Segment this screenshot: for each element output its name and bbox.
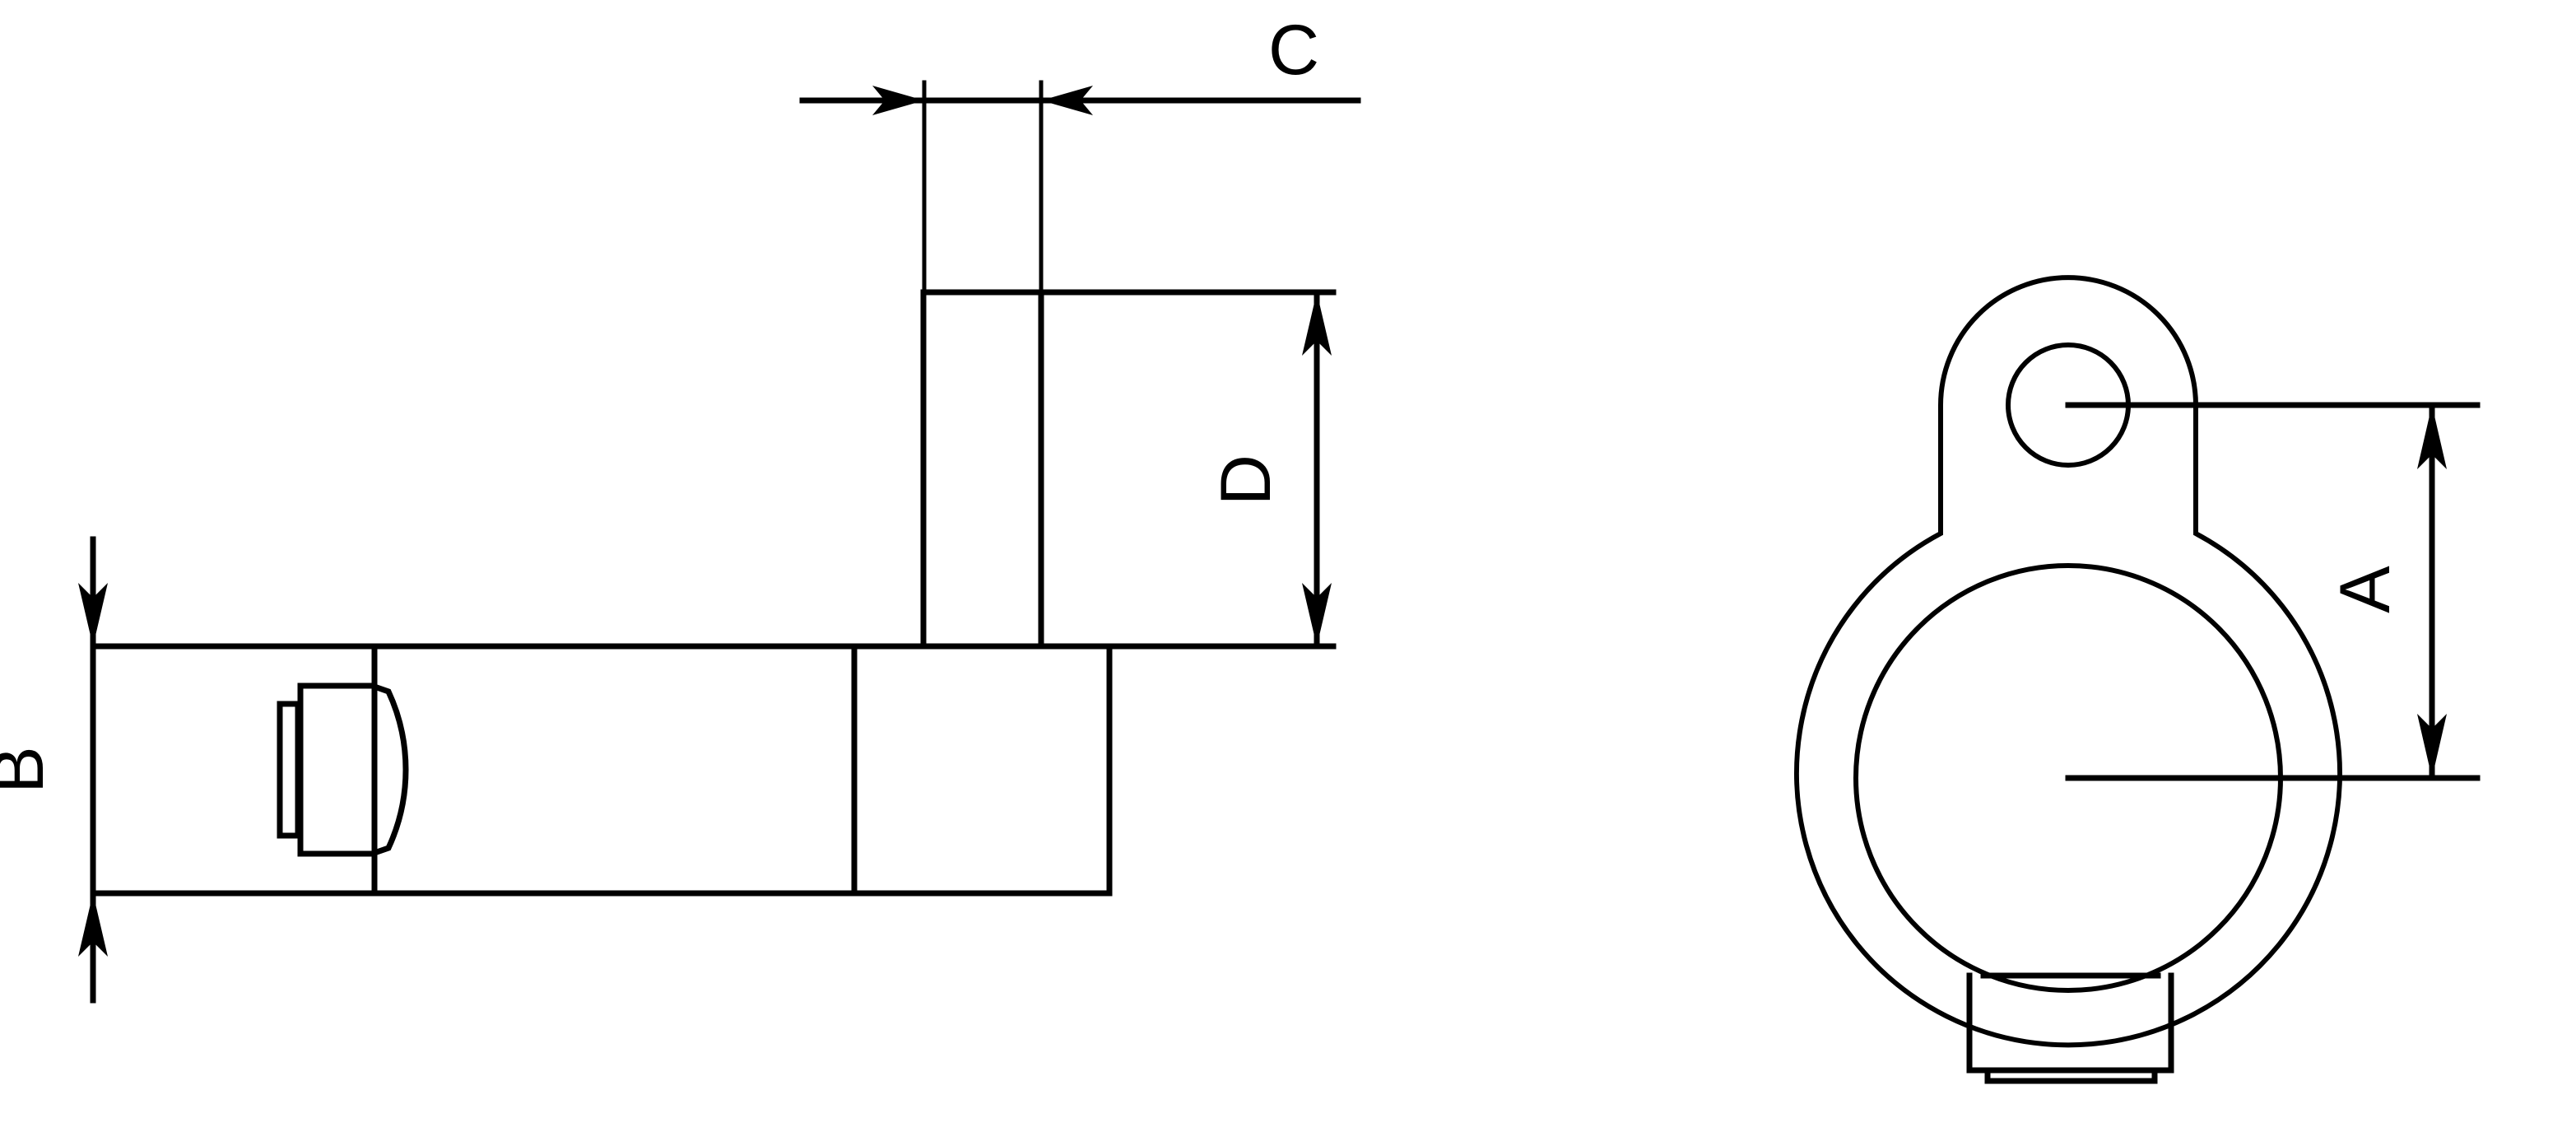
dimension-b-label: B (0, 746, 58, 793)
dimension-d (1038, 289, 1337, 650)
body-outline (90, 643, 1113, 897)
dimension-d-arrow-top (1302, 292, 1332, 356)
dimension-a-arrow-top (2417, 405, 2447, 469)
side-elevation-view (90, 289, 1113, 897)
dimension-c-label: C (1268, 11, 1319, 90)
dimension-d-label: D (1207, 454, 1286, 505)
dimension-b-arrow-bottom (78, 893, 108, 957)
dimension-a-arrow-bottom (2417, 714, 2447, 778)
dimension-c (799, 80, 1361, 292)
dimension-a-label: A (2326, 566, 2405, 613)
bottom-boss (1966, 972, 2174, 1084)
front-circular-view (1794, 275, 2342, 1084)
dimension-c-arrow-left (872, 86, 924, 115)
vertical-post (920, 289, 1044, 650)
dimension-b (78, 536, 108, 1004)
dimension-d-arrow-bottom (1302, 583, 1332, 646)
spring-clip-detail (277, 643, 409, 897)
dimension-a (2065, 402, 2481, 781)
dimension-c-arrow-right (1041, 86, 1093, 115)
dimension-b-arrow-top (78, 583, 108, 646)
clip-inner-lip (277, 701, 301, 839)
clamp-outer-silhouette (1794, 275, 2342, 1048)
clip-outer-profile (297, 682, 409, 857)
